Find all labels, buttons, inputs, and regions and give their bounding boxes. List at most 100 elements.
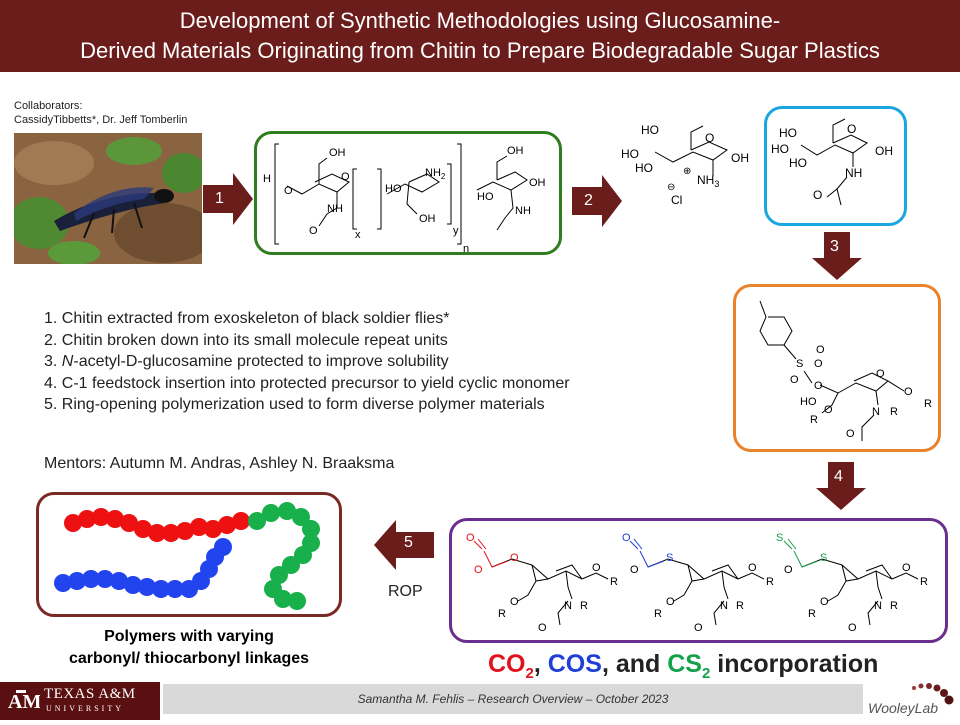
step-3-mid: -acetyl- [73,353,126,370]
nag-HO1: HO [779,126,797,140]
title-line-2: Derived Materials Originating from Chiti… [80,38,880,63]
step-3-prefix: 3. [44,353,62,370]
footer-credit: Samantha M. Fehlis – Research Overview –… [163,684,863,714]
prot-O2: O [814,358,823,370]
cyclic-monomers-structure: O O O O O S S O S O R N R O R O O R N R … [466,532,928,634]
prot-HO: HO [800,396,817,408]
chitin-y: y [453,225,459,237]
chitin-structure: H O OH O NH O x HO NH2 OH y n OH HO OH N… [263,143,546,255]
mono-2-O: O [666,596,675,608]
mono-co2-O2: O [474,564,483,576]
collaborators: Collaborators: CassidyTibbetts*, Dr. Jef… [14,99,187,127]
step-arrow-3: 3 [812,232,862,280]
step-3-d: D [125,353,138,370]
step-1: 1. Chitin extracted from exoskeleton of … [44,310,450,327]
tamu-name: TEXAS A&M [44,686,136,702]
chitin-H: H [263,173,271,185]
gluc-OH: OH [731,151,749,165]
step-3-n: N [61,353,74,370]
mono-3-R1: R [808,608,816,620]
protected-precursor-box: S O O O O O HO O R O R N R O [733,284,941,452]
mono-co2-O3: O [510,552,519,564]
gluc-Cl: Cl [671,193,682,207]
caption-line-1: Polymers with varying [104,628,274,645]
tamu-university: UNIVERSITY [46,704,124,713]
mono-2-O3: O [694,622,703,634]
nag-OH: OH [875,144,893,158]
step-arrow-2-label: 2 [584,192,593,209]
polymers-caption: Polymers with varying carbonyl/ thiocarb… [20,626,358,670]
sep-1: , [533,650,548,678]
mono-1-R2: R [580,600,588,612]
chitin-O3: O [309,225,318,237]
prot-O1: O [816,344,825,356]
chitin-OH4: OH [529,177,546,189]
mono-cs2-S1: S [776,532,783,544]
chitin-OH3: OH [507,145,524,157]
step-arrow-1-label: 1 [215,190,224,207]
mono-3-O3: O [848,622,857,634]
mono-cos-S: S [666,552,673,564]
step-arrow-3-label: 3 [830,238,839,255]
chitin-OH1: OH [329,147,346,159]
gluc-HO3: HO [635,161,653,175]
nag-O2: O [813,188,822,202]
chitin-NH2: NH2 [425,167,446,181]
step-arrow-5-label: 5 [404,534,413,551]
mono-3-O2: O [902,562,911,574]
chitin-NH2b: NH [515,205,531,217]
mono-cs2-S2: S [820,552,827,564]
step-arrow-1: 1 [203,173,253,225]
mono-cos-O2: O [630,564,639,576]
polymer-beads-box [36,492,342,617]
prot-R2: R [810,414,818,426]
black-soldier-fly-photo [14,133,202,264]
chitin-O1: O [284,185,293,197]
mono-2-R3: R [766,576,774,588]
mono-3-R3: R [920,576,928,588]
title-banner: Development of Synthetic Methodologies u… [0,0,960,72]
tamu-atm-icon: AM [8,690,40,713]
gluc-HO1: HO [641,123,659,137]
step-arrow-2: 2 [572,175,622,227]
glucosamine-hcl-structure: HO HO HO O OH ⊕ NH3 ⊖ Cl [615,110,765,225]
cos-text: COS [547,650,602,678]
caption-line-2: carbonyl/ thiocarbonyl linkages [68,650,310,667]
mono-1-O: O [510,596,519,608]
gluc-plus: ⊕ [683,166,691,177]
rop-label: ROP [388,583,423,600]
co2-text: CO2 [488,650,534,682]
mono-2-O2: O [748,562,757,574]
step-4: 4. C-1 feedstock insertion into protecte… [44,374,570,392]
nag-HO3: HO [789,156,807,170]
step-arrow-4-label: 4 [834,468,843,485]
wooley-lab-text: WooleyLab [868,700,939,716]
cs2-base: CS [667,650,702,678]
mono-cos-O1: O [622,532,631,544]
gluc-HO2: HO [621,147,639,161]
collaborators-names: CassidyTibbetts*, Dr. Jeff Tomberlin [14,114,188,126]
mono-1-R1: R [498,608,506,620]
step-3-rest: -glucosamine protected to improve solubi… [137,353,449,370]
prot-O6: O [904,386,913,398]
polymer-beads-illustration [54,502,320,610]
prot-N: N [872,406,880,418]
protected-precursor-structure: S O O O O O HO O R O R N R O [759,300,932,441]
sep-2: , and [601,650,668,678]
prot-O5: O [876,368,885,380]
n-acetylglucosamine-structure: HO HO HO O OH NH O [771,118,893,206]
gluc-NH3-base: NH [697,173,714,187]
wooley-lab-dots-icon [912,683,954,705]
mono-1-R3: R [610,576,618,588]
nag-O: O [847,122,856,136]
mono-2-R1: R [654,608,662,620]
n-acetylglucosamine-box: HO HO HO O OH NH O [764,106,907,226]
co2-base: CO [488,650,526,678]
tamu-logo: AM TEXAS A&M UNIVERSITY [0,682,160,720]
gluc-NH3-sub: 3 [714,179,719,189]
prot-O8: O [846,428,855,440]
chitin-n: n [463,243,469,252]
prot-R1: R [924,398,932,410]
mono-1-O2: O [592,562,601,574]
chitin-OH2: OH [419,213,436,225]
